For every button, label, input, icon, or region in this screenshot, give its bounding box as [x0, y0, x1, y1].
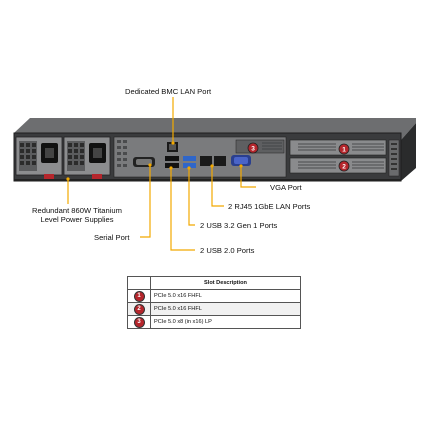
dot-lan — [210, 164, 214, 168]
slot-number-cell: 3 — [127, 315, 151, 329]
serial-port-label: Serial Port — [94, 233, 130, 242]
table-header: Slot Description — [150, 276, 301, 290]
usb3-ports — [183, 156, 196, 168]
usb2-ports — [165, 156, 179, 168]
leader-usb2 — [170, 168, 195, 251]
power-supply-2 — [63, 136, 111, 179]
slot-number-badge: 2 — [134, 304, 144, 314]
svg-text:3: 3 — [251, 146, 255, 153]
server-rear-panel: 3 1 2 — [13, 97, 416, 251]
psu-label-line1: Redundant 860W Titanium — [32, 206, 122, 215]
vga-port-label: VGA Port — [270, 183, 302, 192]
psu-label-line2: Level Power Supplies — [40, 215, 114, 224]
dot-usb3 — [187, 166, 191, 170]
slot-badge-1: 1 — [338, 143, 350, 155]
table-row: 1 PCIe 5.0 x16 FHFL — [127, 289, 301, 303]
right-vent — [388, 139, 400, 177]
pcie-slot-2 — [289, 157, 387, 174]
svg-text:1: 1 — [342, 147, 346, 154]
slot-description-cell: PCIe 5.0 x16 FHFL — [150, 289, 301, 303]
usb3-ports-label: 2 USB 3.2 Gen 1 Ports — [200, 221, 278, 230]
table-row: 3 PCIe 5.0 x8 (in x16) LP — [127, 315, 301, 329]
power-supply-1 — [15, 136, 63, 179]
pcie-slot-3 — [235, 139, 285, 154]
table-header-row: Slot Description — [127, 276, 301, 290]
slot-number-cell: 2 — [127, 302, 151, 316]
slot-number-cell: 1 — [127, 289, 151, 303]
bmc-lan-port — [167, 142, 178, 152]
slot-number-badge: 1 — [134, 291, 144, 301]
slot-number-badge: 3 — [134, 317, 144, 327]
svg-text:2: 2 — [342, 164, 346, 171]
slot-description-table: Slot Description 1 PCIe 5.0 x16 FHFL 2 P… — [127, 276, 301, 329]
leader-lan — [211, 166, 224, 207]
bmc-lan-label: Dedicated BMC LAN Port — [125, 87, 212, 96]
vga-port — [231, 155, 251, 166]
usb2-ports-label: 2 USB 2.0 Ports — [200, 246, 255, 255]
dot-psu — [66, 177, 70, 181]
table-row: 2 PCIe 5.0 x16 FHFL — [127, 302, 301, 316]
leader-usb3 — [188, 168, 195, 226]
lan-ports — [200, 156, 226, 166]
serial-port — [133, 157, 155, 167]
slot-description-cell: PCIe 5.0 x16 FHFL — [150, 302, 301, 316]
pcie-slot-1 — [289, 139, 387, 156]
leader-vga — [240, 166, 256, 188]
slot-badge-3: 3 — [247, 142, 259, 154]
leader-serial — [140, 165, 151, 238]
table-header-blank — [127, 276, 151, 290]
slot-badge-2: 2 — [338, 160, 350, 172]
dot-usb2 — [169, 166, 173, 170]
lan-ports-label: 2 RJ45 1GbE LAN Ports — [228, 202, 311, 211]
dot-vga — [239, 164, 243, 168]
dot-bmc — [171, 141, 175, 145]
dot-serial — [148, 163, 152, 167]
slot-description-cell: PCIe 5.0 x8 (in x16) LP — [150, 315, 301, 329]
